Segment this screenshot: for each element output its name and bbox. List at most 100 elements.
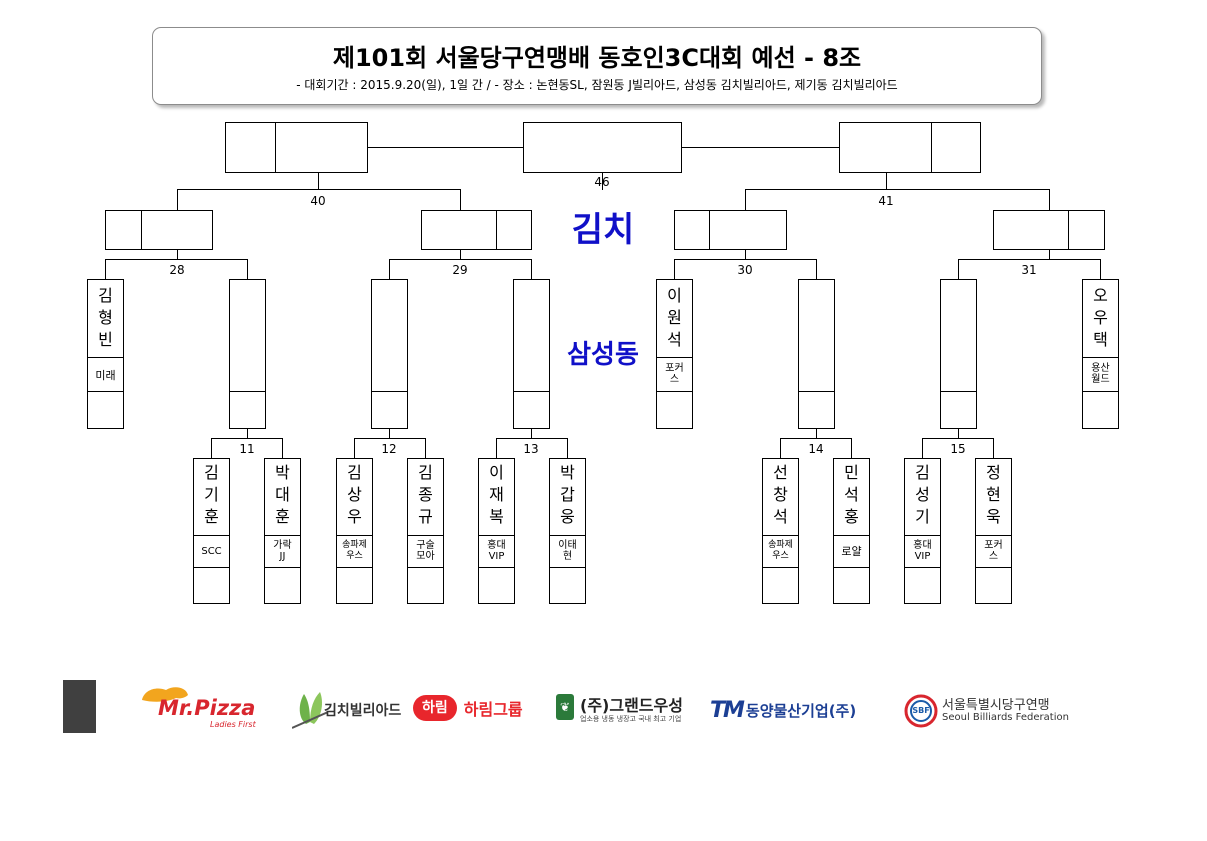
slot-divider	[1068, 210, 1069, 250]
player-slot: 김종규 구술모아	[407, 458, 444, 604]
match-number-11: 11	[239, 442, 255, 456]
chef-hat-icon	[142, 687, 188, 702]
grand-wordmark: (주)그랜드우성	[580, 696, 683, 715]
match-number-12: 12	[381, 442, 397, 456]
bracket-line	[1049, 189, 1050, 210]
slot-divider	[657, 391, 692, 392]
bracket-line	[958, 259, 959, 280]
federation-name-en: Seoul Billiards Federation	[942, 712, 1069, 723]
player-club: 로얄	[841, 545, 862, 558]
bracket-line	[780, 438, 781, 459]
bracket-line	[105, 259, 106, 280]
leaf-icon: ❦	[556, 694, 574, 720]
slot-divider	[976, 535, 1011, 536]
player-slot: 민석홍 로얄	[833, 458, 870, 604]
player-slot: 박갑웅 이태현	[549, 458, 586, 604]
bracket-line	[496, 438, 497, 459]
player-club: SCC	[201, 546, 222, 557]
bracket-line	[247, 259, 248, 280]
player-name: 정현욱	[986, 463, 1001, 526]
bracket-line	[674, 259, 817, 260]
slot-divider	[337, 567, 372, 568]
player-club: 홍대VIP	[487, 540, 506, 562]
slot-divider	[88, 357, 123, 358]
final-slot-left	[225, 122, 368, 173]
slot-divider	[496, 210, 497, 250]
page-title: 제101회 서울당구연맹배 동호인3C대회 예선 - 8조	[332, 44, 862, 72]
tym-mark: TM	[710, 697, 745, 723]
bracket-line	[389, 259, 390, 280]
slot-divider	[763, 567, 798, 568]
bracket-line	[958, 428, 959, 439]
bracket-line	[318, 172, 319, 190]
player-name: 김형빈	[98, 286, 113, 349]
match-number-14: 14	[808, 442, 824, 456]
bracket-line	[177, 249, 178, 260]
player-name: 박갑웅	[560, 463, 575, 526]
player-slot	[940, 279, 977, 429]
slot-divider	[657, 357, 692, 358]
bracket-line	[922, 438, 923, 459]
winner-slot-28	[105, 210, 213, 250]
player-slot: 선창석 송파제우스	[762, 458, 799, 604]
player-slot: 이재복 홍대VIP	[478, 458, 515, 604]
bracket-line	[745, 189, 746, 210]
cabbage-icon	[292, 692, 328, 729]
sponsor-dongyang: TM 동양물산기업(주)	[710, 696, 856, 724]
venue-label-secondary: 삼성동	[567, 340, 639, 370]
sponsor-harim: 하림 하림그룹	[413, 692, 523, 724]
title-panel: 제101회 서울당구연맹배 동호인3C대회 예선 - 8조 - 대회기간 : 2…	[152, 27, 1042, 105]
kimchi-wordmark: 김치빌리아드	[324, 703, 402, 719]
player-slot: 박대훈 가락JJ	[264, 458, 301, 604]
bracket-line	[816, 428, 817, 439]
player-name: 오우택	[1093, 286, 1108, 349]
player-name: 김기훈	[204, 463, 219, 526]
mrpizza-tagline: Ladies First	[210, 720, 256, 729]
harim-badge: 하림	[413, 695, 457, 721]
slot-divider	[265, 567, 300, 568]
federation-badge: SBF	[912, 706, 930, 715]
bracket-line	[602, 172, 603, 190]
player-name: 김성기	[915, 463, 930, 526]
bracket-line	[367, 147, 524, 148]
match-number-13: 13	[523, 442, 539, 456]
slot-divider	[834, 567, 869, 568]
slot-divider	[230, 391, 265, 392]
slot-divider	[479, 567, 514, 568]
bracket-line	[460, 189, 461, 210]
match-number-40: 40	[310, 194, 326, 208]
player-club: 송파제우스	[768, 540, 793, 561]
sponsor-seoul-billiards-federation: SBF 서울특별시당구연맹 Seoul Billiards Federation	[904, 692, 1074, 732]
slot-divider	[709, 210, 710, 250]
match-number-31: 31	[1021, 263, 1037, 277]
bracket-line	[886, 172, 887, 190]
bracket-line	[211, 438, 212, 459]
player-slot: 오우택 용산월드	[1082, 279, 1119, 429]
bracket-line	[531, 259, 532, 280]
winner-slot-30	[674, 210, 787, 250]
slot-divider	[408, 567, 443, 568]
slot-divider	[194, 567, 229, 568]
player-club: 가락JJ	[273, 540, 292, 562]
match-number-46: 46	[594, 175, 610, 189]
grand-tagline: 업소용 냉동 냉장고 국내 최고 기업	[580, 715, 682, 723]
bracket-line	[354, 438, 426, 439]
sponsor-kimchi-billiards: 김치빌리아드	[290, 688, 405, 732]
bracket-line	[460, 249, 461, 260]
bracket-line	[1100, 259, 1101, 280]
slot-divider	[550, 535, 585, 536]
slot-divider	[550, 567, 585, 568]
slot-divider	[905, 567, 940, 568]
player-name: 선창석	[773, 463, 788, 526]
event-info: - 대회기간 : 2015.9.20(일), 1일 간 / - 장소 : 논현동…	[296, 78, 898, 92]
player-club: 송파제우스	[342, 540, 367, 561]
slot-divider	[834, 535, 869, 536]
slot-divider	[799, 391, 834, 392]
bracket-line	[1049, 249, 1050, 260]
player-slot	[371, 279, 408, 429]
bracket-line	[851, 438, 852, 459]
bracket-line	[105, 259, 248, 260]
slot-divider	[141, 210, 142, 250]
winner-slot-31	[993, 210, 1105, 250]
slot-divider	[275, 122, 276, 173]
